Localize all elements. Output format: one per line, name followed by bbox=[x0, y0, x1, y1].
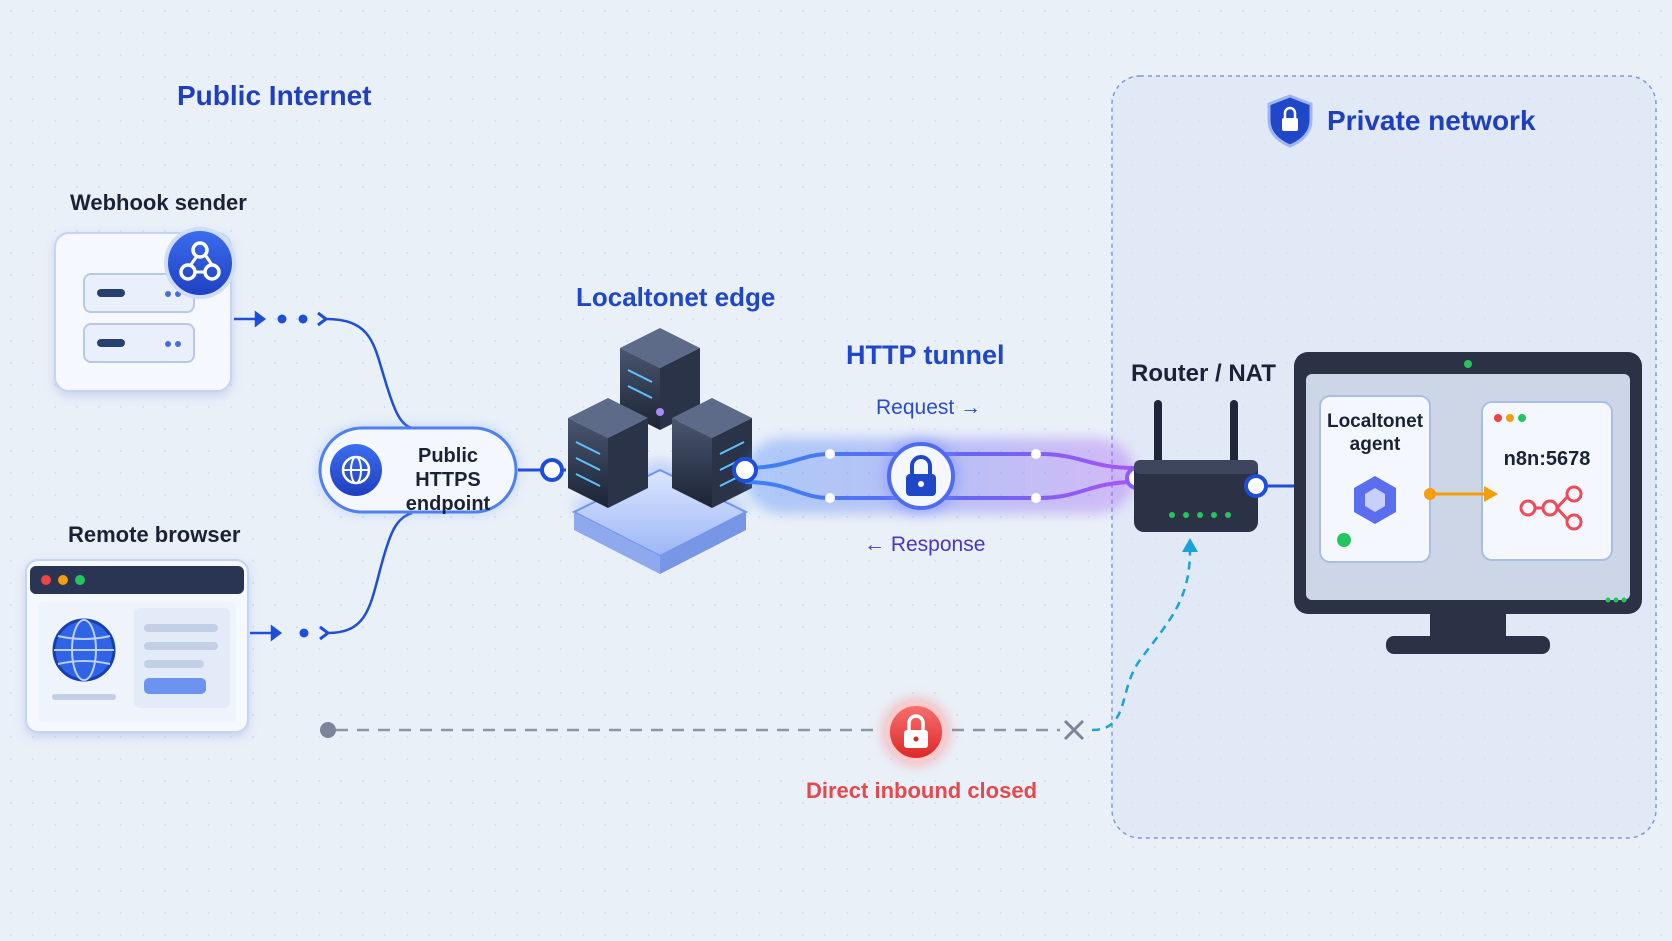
router-icon bbox=[1134, 400, 1258, 532]
workflow-nodes-icon bbox=[1519, 485, 1583, 531]
tunnel-label: HTTP tunnel bbox=[846, 340, 1005, 370]
service-label: n8n:5678 bbox=[1503, 448, 1591, 470]
browser-connector bbox=[250, 511, 413, 642]
edge-hub-dot bbox=[656, 408, 664, 416]
request-label: Request → bbox=[876, 396, 982, 419]
remote-browser-label: Remote browser bbox=[68, 522, 241, 547]
x-icon bbox=[1063, 719, 1085, 741]
endpoint-label: Public HTTPS endpoint bbox=[405, 445, 491, 515]
router-label: Router / NAT bbox=[1131, 360, 1276, 387]
public-internet-title: Public Internet bbox=[177, 80, 372, 111]
hexagon-icon bbox=[1354, 476, 1396, 524]
router-port-out bbox=[1244, 474, 1268, 498]
shield-lock-icon bbox=[1267, 94, 1313, 148]
edge-server-right bbox=[672, 398, 752, 508]
response-label: ← Response bbox=[864, 533, 986, 556]
router-return-path bbox=[1091, 538, 1198, 732]
edge-server-back bbox=[620, 328, 700, 430]
edge-port bbox=[732, 457, 758, 483]
webhook-connector bbox=[234, 310, 413, 430]
blocked-label: Direct inbound closed bbox=[806, 778, 1038, 803]
service-window bbox=[1481, 401, 1613, 561]
webhook-sender-label: Webhook sender bbox=[70, 190, 247, 215]
globe-icon bbox=[52, 618, 116, 682]
blocked-path bbox=[320, 722, 1060, 738]
endpoint-globe-icon bbox=[330, 444, 382, 496]
remote-browser-window bbox=[25, 559, 249, 733]
private-network-title: Private network bbox=[1327, 105, 1536, 136]
blocked-lock-icon bbox=[882, 698, 950, 766]
webhook-icon bbox=[164, 227, 236, 299]
agent-to-service-arrow bbox=[1424, 486, 1498, 502]
lock-icon bbox=[883, 438, 959, 514]
edge-server-left bbox=[568, 398, 648, 508]
endpoint-port bbox=[540, 458, 564, 482]
edge-label: Localtonet edge bbox=[576, 282, 776, 312]
agent-label: Localtonet agent bbox=[1326, 411, 1424, 455]
